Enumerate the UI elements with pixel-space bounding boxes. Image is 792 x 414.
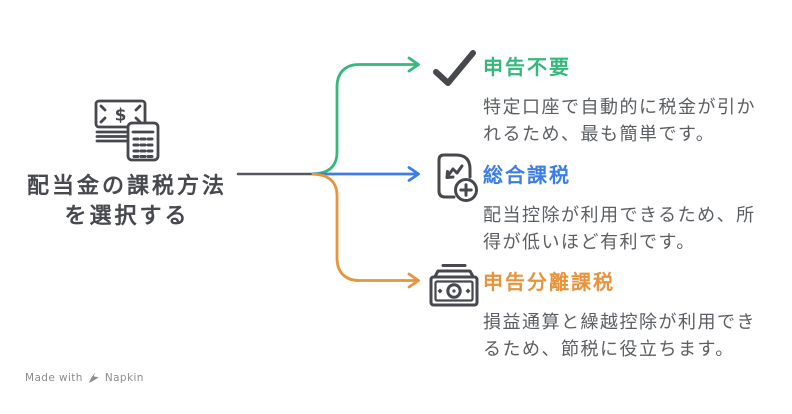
svg-text:$: $ [115, 106, 127, 126]
document-chart-plus-icon [437, 153, 478, 202]
branch-label: 申告不要 [483, 55, 571, 79]
branch-description: 特定口座で自動的に税金が引かれるため、最も簡単です。 [483, 97, 756, 145]
branch-arrow-separate [311, 172, 420, 289]
branch-arrow-comprehensive [311, 166, 420, 182]
branch-arrow-no-declaration [311, 56, 420, 176]
napkin-logo-icon [88, 372, 99, 383]
root-title-line-2: を選択する [64, 204, 190, 229]
made-with-label: Made with [25, 372, 83, 384]
brand-label: Napkin [104, 372, 144, 384]
root-node-title: 配当金の課税方法 を選択する [14, 172, 240, 232]
checkmark-icon [433, 50, 476, 86]
branch-description: 損益通算と繰越控除が利用できるため、節税に役立ちます。 [483, 312, 756, 360]
banknote-icon [429, 264, 479, 307]
branch-label: 申告分離課税 [483, 270, 615, 294]
branch-no-declaration: 申告不要 特定口座で自動的に税金が引かれるため、最も簡単です。 [483, 55, 779, 148]
branch-separate-taxation: 申告分離課税 損益通算と繰越控除が利用できるため、節税に役立ちます。 [483, 270, 779, 363]
branch-label: 総合課税 [483, 163, 571, 187]
money-calculator-icon: $ [94, 99, 160, 162]
made-with-napkin-badge[interactable]: Made with Napkin [25, 372, 144, 384]
root-title-line-1: 配当金の課税方法 [26, 174, 227, 199]
branch-comprehensive-taxation: 総合課税 配当控除が利用できるため、所得が低いほど有利です。 [483, 163, 779, 256]
branch-description: 配当控除が利用できるため、所得が低いほど有利です。 [483, 205, 756, 253]
